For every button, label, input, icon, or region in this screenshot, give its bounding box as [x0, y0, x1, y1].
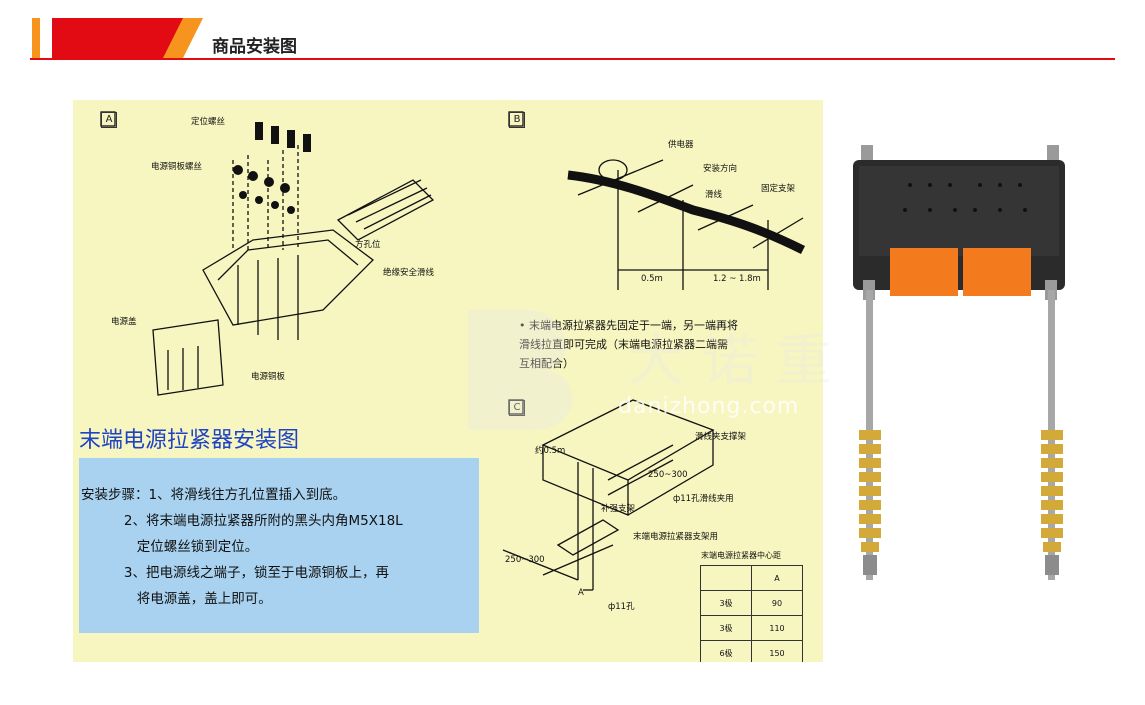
- table-title: 末端电源拉紧器中心距: [701, 551, 781, 560]
- section-b-marker: B: [509, 112, 525, 128]
- label-dist-1: 0.5m: [641, 274, 663, 284]
- label-hole: ф11孔: [608, 602, 635, 612]
- table-cell: [700, 565, 752, 591]
- table-cell: 90: [751, 590, 803, 616]
- label-positioning-screw: 定位螺丝: [191, 117, 226, 127]
- label-power-cover: 电源盖: [111, 317, 137, 327]
- table-cell: 150: [751, 640, 803, 662]
- step-line: 2、将末端电源拉紧器所附的黑头内角M5X18L: [81, 513, 403, 529]
- table-cell: 110: [751, 615, 803, 641]
- header-stripes: [32, 18, 203, 58]
- table-cell: 3极: [700, 615, 752, 641]
- label-square-hole: 方孔位: [355, 240, 381, 250]
- label-dist-2: 1.2 ~ 1.8m: [713, 274, 761, 284]
- steps-list: 安装步骤：1、将滑线往方孔位置插入到底。 2、将末端电源拉紧器所附的黑头内角M5…: [81, 482, 403, 612]
- section-c-marker: C: [509, 400, 525, 416]
- installation-diagram: A B C 定位螺丝 电源铜板螺丝 方孔位 绝缘安全滑线 电源盖 电源铜板 供电…: [73, 100, 823, 662]
- label-insulated-line: 绝缘安全滑线: [383, 268, 435, 278]
- diagram-drawings: [100, 111, 806, 591]
- steps-box: [79, 458, 479, 633]
- label-collector: 供电器: [668, 140, 694, 150]
- section-header: 商品安装图: [0, 0, 1145, 62]
- page-title: 商品安装图: [212, 37, 297, 57]
- section-a-marker: A: [101, 112, 117, 128]
- step-line: 定位螺丝锁到定位。: [81, 539, 259, 555]
- label-copper-screw: 电源铜板螺丝: [151, 162, 203, 172]
- product-photo: [853, 145, 1065, 580]
- step-line: 将电源盖，盖上即可。: [81, 591, 272, 607]
- table-cell: 3极: [700, 590, 752, 616]
- table-row: A: [700, 565, 803, 591]
- install-note: • 末端电源拉紧器先固定于一端，另一端再将 滑线拉直即可完成（末端电源拉紧器二端…: [519, 316, 738, 373]
- header-rule: [30, 58, 1115, 60]
- label-span-2: 250~300: [505, 555, 545, 565]
- install-note-line: 滑线拉直即可完成（末端电源拉紧器二端需: [519, 338, 728, 351]
- watermark-text: danizhong.com: [618, 394, 800, 419]
- table-cell: A: [751, 565, 803, 591]
- table-cell: 6极: [700, 640, 752, 662]
- svg-text:大 诺 重: 大 诺 重: [628, 329, 832, 394]
- label-reinforce: 补强支架: [601, 504, 636, 514]
- label-approx: 约0.5m: [535, 446, 566, 456]
- label-span-1: 250~300: [648, 470, 688, 480]
- watermark-logo: 大 诺 重: [468, 310, 832, 431]
- label-support: 滑线夹支撑架: [695, 432, 747, 442]
- step-line: 安装步骤：1、将滑线往方孔位置插入到底。: [81, 487, 347, 503]
- install-note-line: 互相配合）: [519, 354, 738, 373]
- step-line: 3、把电源线之端子，锁至于电源铜板上，再: [81, 565, 390, 581]
- instruction-title: 末端电源拉紧器安装图: [79, 428, 300, 453]
- label-direction: 安装方向: [703, 164, 738, 174]
- label-copper-plate: 电源铜板: [251, 372, 286, 382]
- label-fixed-bracket: 固定支架: [761, 184, 796, 194]
- label-mark: A: [578, 588, 584, 598]
- label-slide-line: 滑线: [705, 190, 723, 200]
- install-note-line: • 末端电源拉紧器先固定于一端，另一端再将: [519, 319, 738, 332]
- label-clamp: ф11孔滑线夹用: [673, 494, 734, 504]
- label-tensioner-bracket: 末端电源拉紧器支架用: [633, 532, 719, 542]
